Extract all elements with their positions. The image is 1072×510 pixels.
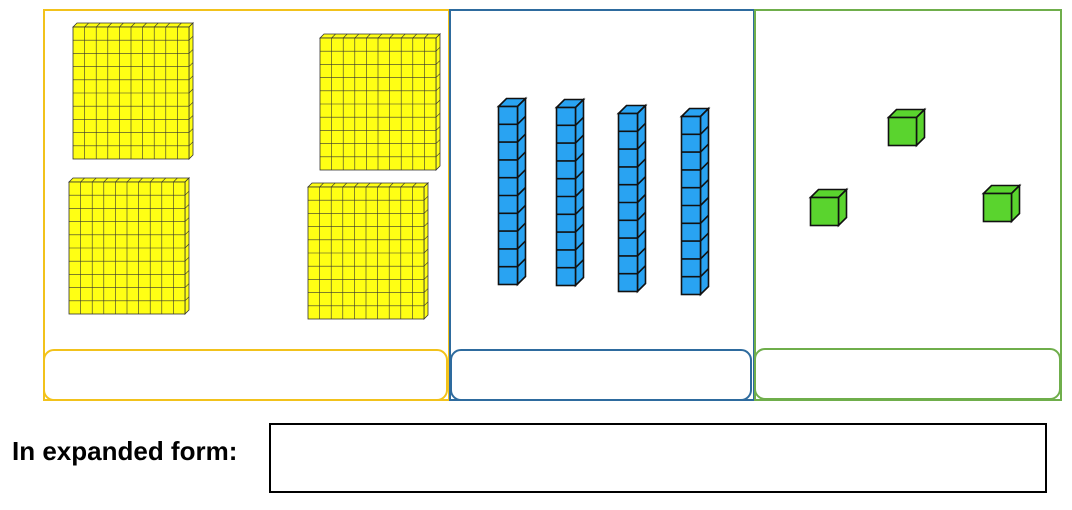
expanded-form-input[interactable] [269, 423, 1047, 493]
unit-cube-icon [808, 187, 849, 228]
hundreds-answer-box[interactable] [43, 349, 448, 401]
hundred-flat-icon [68, 177, 190, 315]
unit-cube-icon [981, 183, 1022, 224]
tens-answer-box[interactable] [450, 349, 752, 401]
expanded-form-label: In expanded form: [12, 436, 238, 466]
ten-rod-icon [496, 96, 528, 287]
unit-cube-icon [886, 107, 927, 148]
hundred-flat-icon [307, 182, 429, 320]
hundred-flat-icon [72, 22, 194, 160]
ones-answer-box[interactable] [754, 348, 1061, 400]
ten-rod-icon [554, 97, 586, 288]
ten-rod-icon [616, 103, 648, 294]
hundred-flat-icon [319, 33, 441, 171]
ten-rod-icon [679, 106, 711, 297]
